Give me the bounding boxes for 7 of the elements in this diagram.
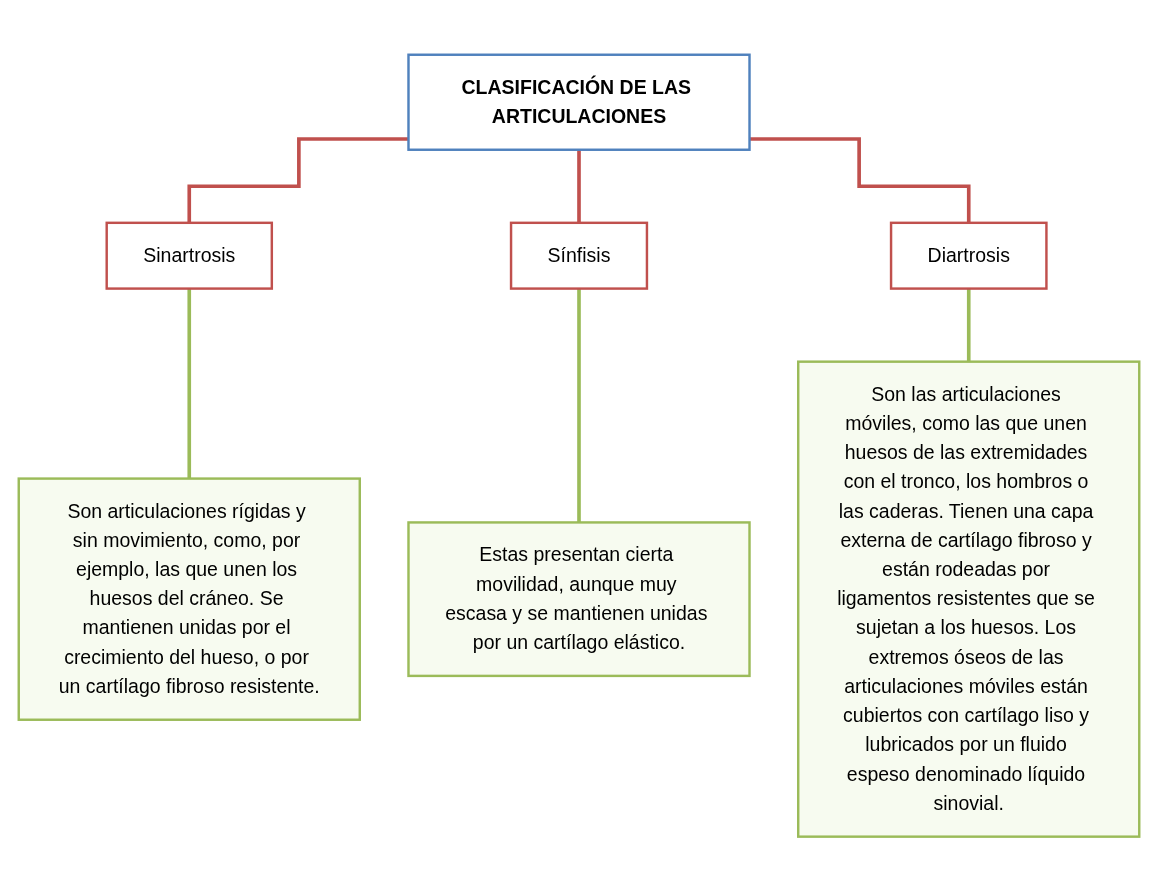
node-box: Estas presentan cierta movilidad, aunque muy escasa y se mantienen unidas por un cartílago elástico. — [406, 521, 751, 677]
node-box: Diartrosis — [889, 221, 1048, 290]
node-box: Sinartrosis — [105, 221, 273, 290]
node-box: Sínfisis — [509, 221, 648, 290]
node-box: CLASIFICACIÓN DE LAS ARTICULACIONES — [406, 53, 751, 151]
node-box: Son las articulaciones móviles, como las que unen huesos de las extremidades con el tronco, los hombros o las caderas. Tienen una capa externa de cartílago fibroso y están rodeadas por ligamentos resistentes que se sujetan a los huesos. Los extremos óseos de las articulaciones móviles están cubiertos con cartílago liso y lubricados por un fluido espeso denominado líquido sinovial. — [796, 360, 1140, 838]
node-box: Son articulaciones rígidas y sin movimiento, como, por ejemplo, las que unen los huesos del cráneo. Se mantienen unidas por el crecimiento del hueso, o por un cartílago fibroso resistente. — [17, 477, 361, 721]
